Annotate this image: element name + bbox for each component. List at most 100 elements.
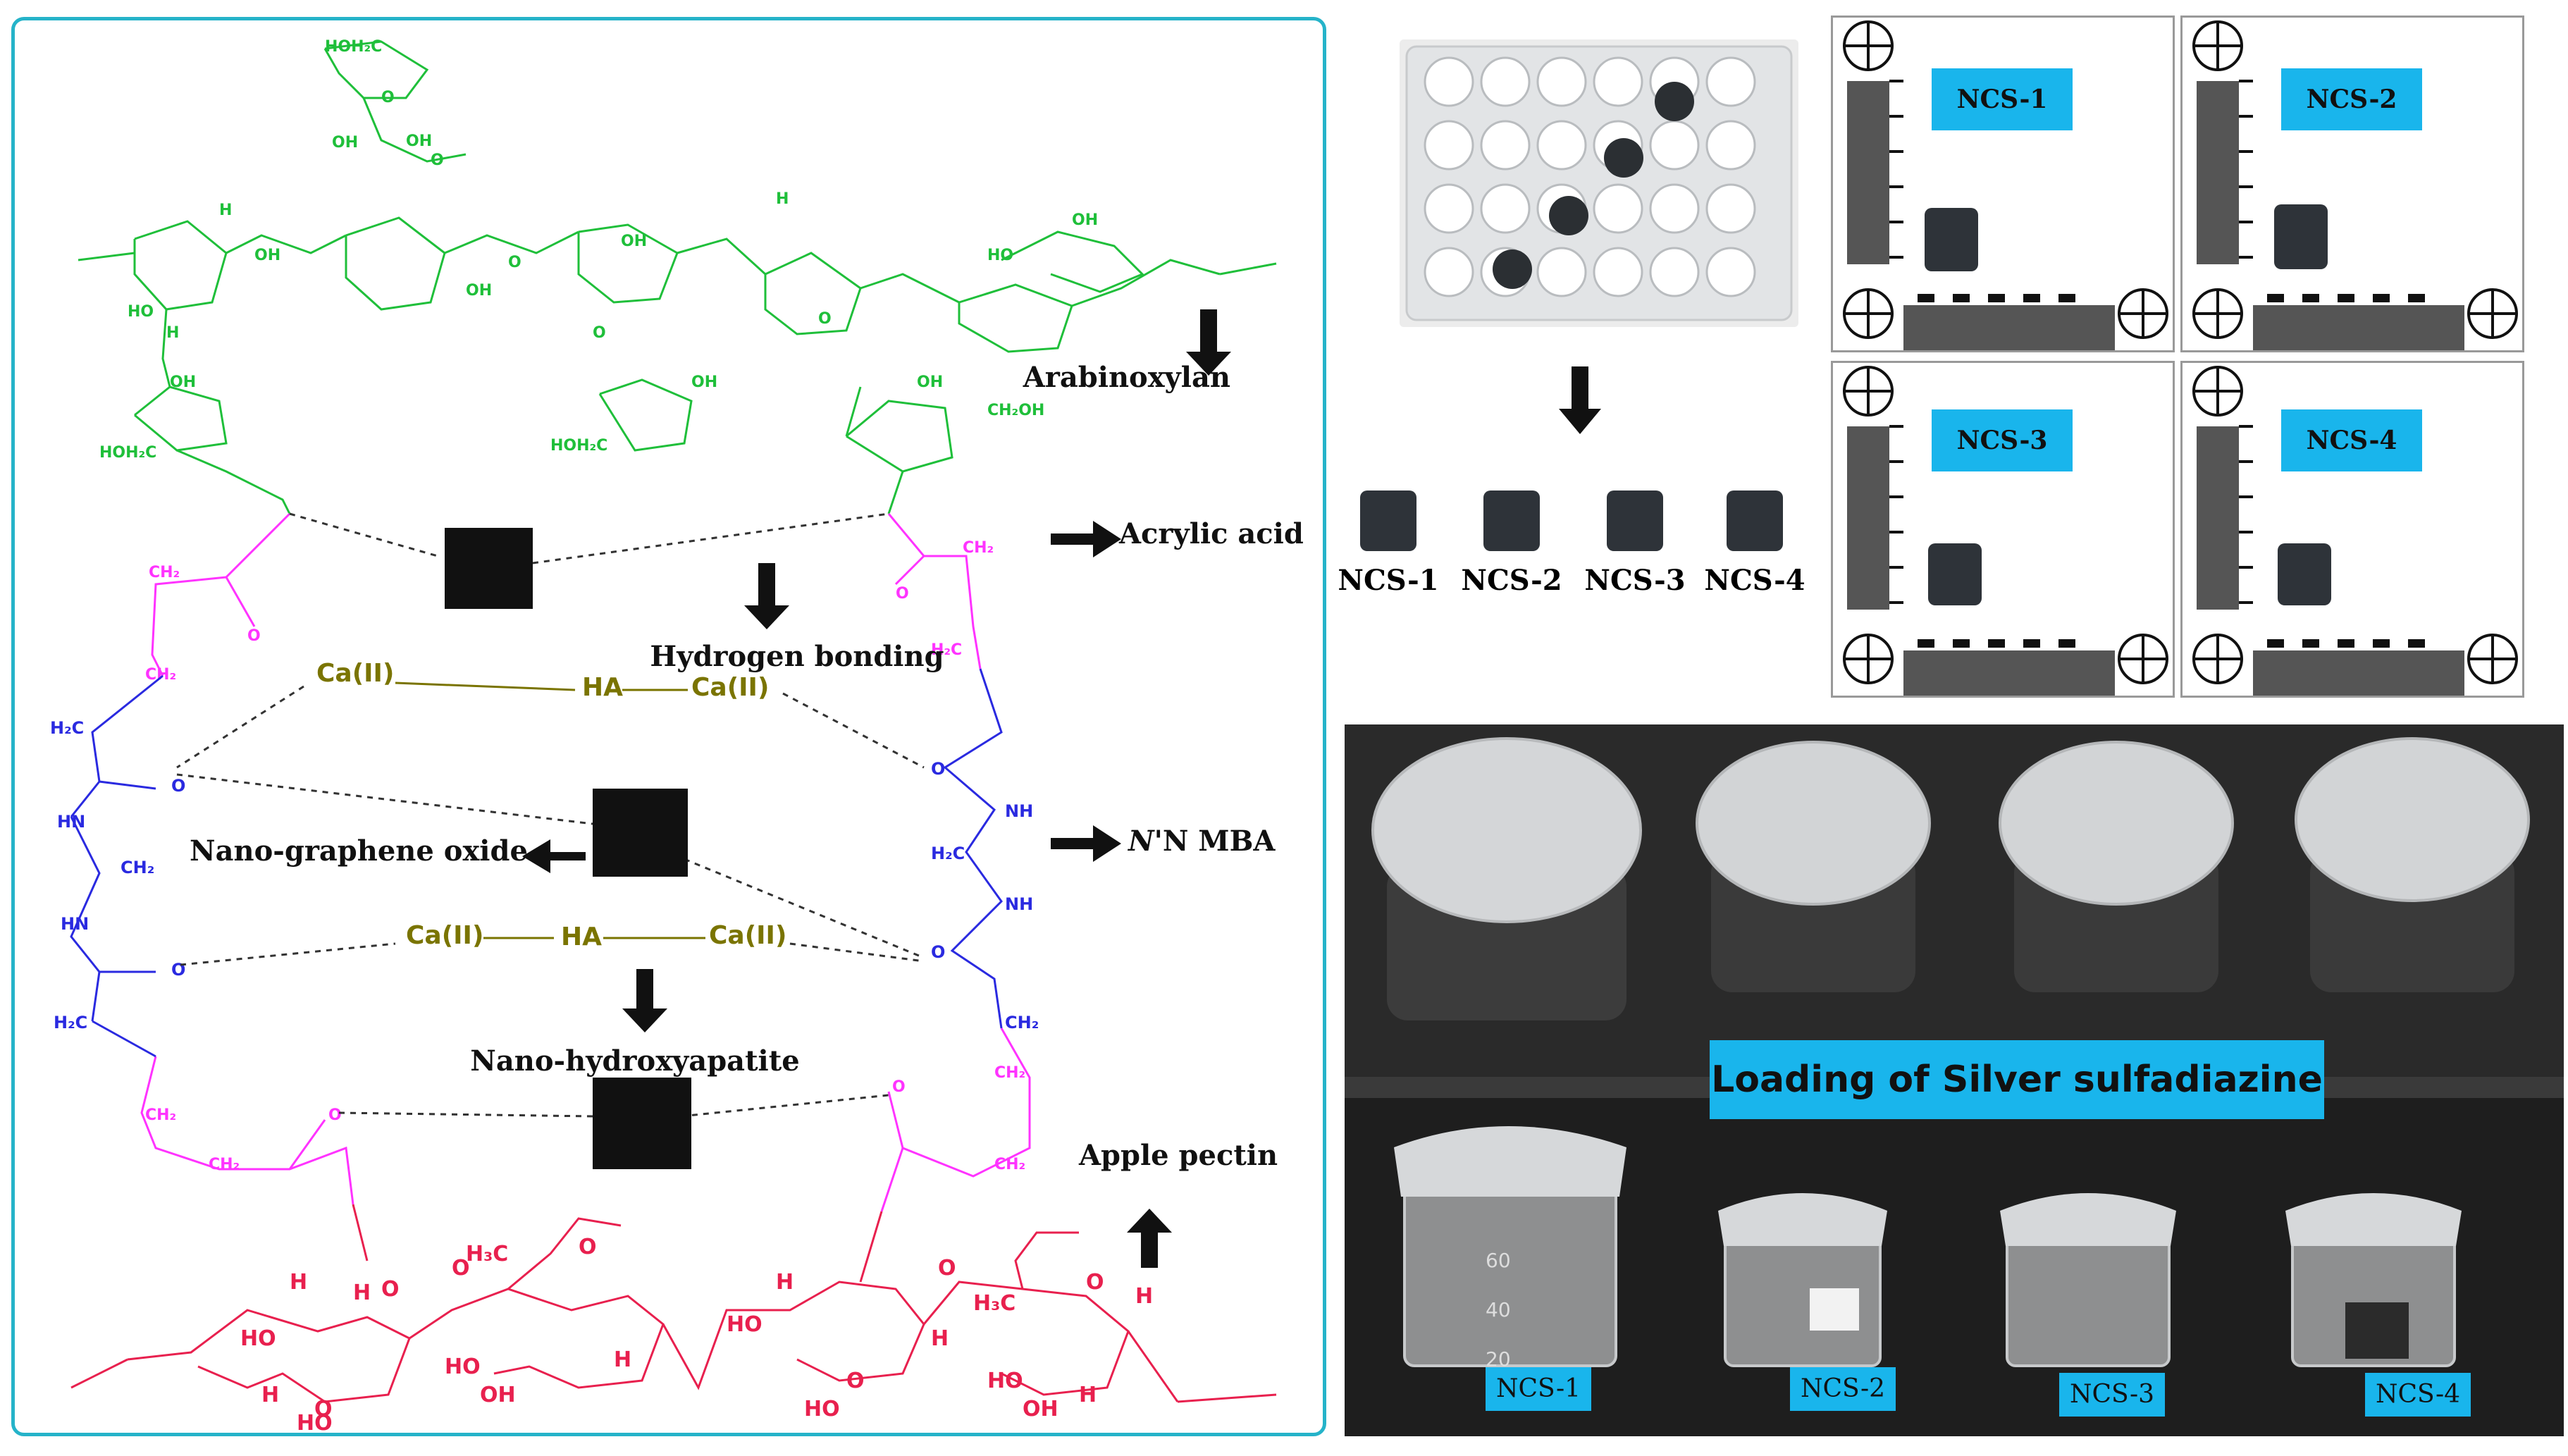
svg-text:O: O — [892, 1078, 906, 1096]
caII-label: Ca(II) — [316, 659, 394, 688]
hydroxyapatite-label: Nano-hydroxyapatite — [470, 1044, 799, 1078]
svg-text:CH₂: CH₂ — [1005, 1013, 1039, 1032]
beaker-label: NCS-3 — [2059, 1373, 2165, 1417]
svg-text:OH: OH — [691, 374, 717, 391]
svg-text:O: O — [508, 254, 521, 271]
caII-label: Ca(II) — [691, 673, 769, 702]
svg-text:HOH₂C: HOH₂C — [99, 444, 156, 462]
foil-container — [1371, 737, 1642, 1020]
nanoparticle-square — [593, 1078, 691, 1169]
svg-text:O: O — [1086, 1270, 1104, 1295]
sample-row: NCS-1 NCS-2 NCS-3 NCS-4 — [1325, 451, 1818, 620]
sample-disc — [2278, 543, 2331, 605]
well-plate-photo — [1400, 39, 1798, 327]
svg-text:O: O — [171, 960, 185, 980]
svg-text:H: H — [1135, 1284, 1153, 1309]
apple-pectin-arrow — [1127, 1209, 1172, 1268]
graphene-oxide-arrow — [522, 839, 586, 873]
svg-text:OH: OH — [1072, 211, 1098, 229]
svg-text:H₂C: H₂C — [931, 844, 965, 863]
caII-label: Ca(II) — [709, 921, 786, 950]
acrylic-acid-structure — [140, 512, 1031, 1212]
arabinoxylan-structure — [78, 40, 1277, 514]
loading-banner: Loading of Silver sulfadiazine — [1710, 1040, 2324, 1119]
ruler-scale — [1833, 18, 2168, 350]
svg-text:HO: HO — [128, 303, 154, 321]
apple-pectin-label: Apple pectin — [1078, 1139, 1278, 1172]
hydrogen-bonding-label: Hydrogen bonding — [650, 640, 944, 673]
beaker-label: NCS-4 — [2365, 1373, 2471, 1417]
svg-text:NH: NH — [1005, 801, 1033, 821]
crosslink-1: Ca(II) HA Ca(II) — [316, 659, 769, 702]
svg-text:CH₂: CH₂ — [121, 858, 154, 877]
svg-text:H: H — [166, 324, 179, 342]
svg-text:O: O — [931, 942, 945, 962]
svg-text:OH: OH — [332, 134, 358, 152]
beaker-mark: 60 — [1486, 1249, 1511, 1272]
svg-text:H: H — [614, 1347, 631, 1372]
crosslink-2: Ca(II) HA Ca(II) — [406, 921, 786, 951]
svg-text:H₂C: H₂C — [50, 718, 84, 738]
svg-text:CH₂: CH₂ — [994, 1064, 1025, 1082]
svg-text:O: O — [328, 1106, 342, 1124]
svg-text:CH₂: CH₂ — [963, 539, 994, 557]
svg-text:O: O — [381, 1277, 400, 1302]
foil-container — [2295, 737, 2530, 992]
svg-text:OH: OH — [917, 374, 943, 391]
svg-text:H₃C: H₃C — [973, 1291, 1016, 1316]
svg-text:O: O — [931, 759, 945, 779]
mba-structure — [70, 668, 1003, 1058]
arabinoxylan-label: Arabinoxylan — [1023, 361, 1230, 394]
caII-label: Ca(II) — [406, 921, 483, 950]
beaker — [2285, 1193, 2462, 1367]
ha-label: HA — [561, 923, 602, 951]
nanoparticle-square — [593, 789, 688, 877]
sample-disc — [1727, 491, 1783, 551]
hydroxyapatite-arrow — [622, 969, 667, 1032]
svg-text:O: O — [818, 310, 832, 328]
beaker — [1718, 1193, 1887, 1367]
ruler-scale — [1843, 366, 2168, 696]
tile-label: NCS-2 — [2281, 68, 2422, 130]
svg-text:H: H — [931, 1326, 949, 1351]
svg-text:NH: NH — [1005, 894, 1033, 914]
tile-label: NCS-4 — [2281, 409, 2422, 471]
svg-text:OH: OH — [466, 282, 492, 300]
hydrogen-bonding-arrow — [744, 563, 789, 629]
svg-text:HO: HO — [297, 1411, 333, 1433]
well-plate-illustration — [1405, 45, 1793, 321]
svg-text:H₂C: H₂C — [931, 641, 962, 659]
sample-disc — [1360, 491, 1416, 551]
svg-text:H₂C: H₂C — [54, 1013, 87, 1032]
beaker: 60 40 20 — [1394, 1126, 1626, 1371]
arabinoxylan-arrow — [1186, 309, 1231, 376]
svg-text:CH₂: CH₂ — [145, 666, 176, 684]
beaker-mark: 20 — [1486, 1347, 1511, 1371]
sample-label: NCS-4 — [1704, 564, 1805, 597]
svg-text:OH: OH — [1023, 1397, 1058, 1421]
svg-text:H: H — [353, 1281, 371, 1305]
svg-text:CH₂: CH₂ — [994, 1156, 1025, 1173]
beaker — [2000, 1193, 2176, 1367]
hydrogen-bond-lines — [176, 512, 925, 1118]
beaker-label: NCS-1 — [1486, 1367, 1591, 1411]
sample-disc — [1483, 491, 1540, 551]
svg-text:H: H — [776, 1270, 794, 1295]
sample-disc — [1928, 543, 1982, 605]
svg-text:H: H — [261, 1383, 279, 1407]
svg-text:O: O — [381, 89, 395, 106]
apple-pectin-structure — [70, 1204, 1277, 1403]
svg-text:O: O — [247, 627, 261, 645]
sample-disc — [1655, 82, 1694, 121]
nanoparticle-square — [445, 528, 533, 609]
sample-disc — [1925, 208, 1978, 271]
svg-text:O: O — [593, 324, 606, 342]
svg-text:OH: OH — [480, 1383, 516, 1407]
svg-text:HO: HO — [727, 1312, 763, 1337]
sample-label: NCS-2 — [1461, 564, 1562, 597]
